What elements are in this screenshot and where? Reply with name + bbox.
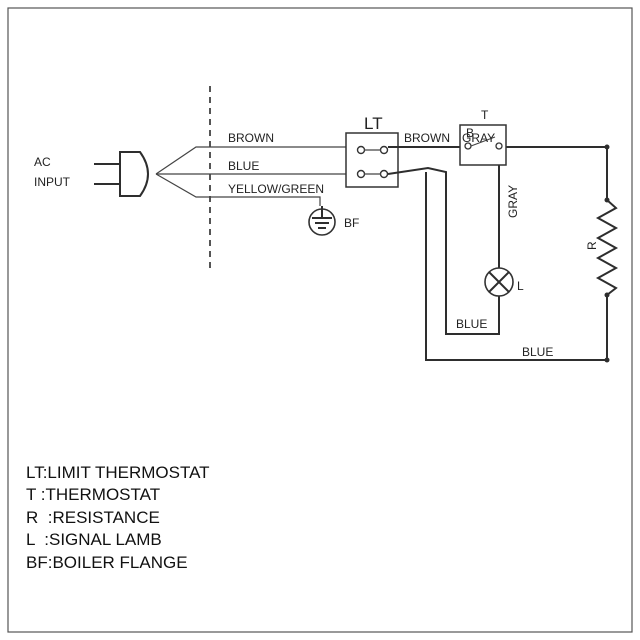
legend-item-l: L :SIGNAL LAMB	[26, 530, 162, 549]
wire-label-blue-bottom: BLUE	[522, 345, 553, 359]
wire-label-brown: BROWN	[228, 131, 274, 145]
component-label-bf: BF	[344, 216, 359, 230]
diagram-frame	[7, 7, 633, 633]
ac-input-label-line1: AC	[34, 155, 51, 169]
signal-lamp-icon	[484, 267, 514, 297]
wire-label-blue: BLUE	[228, 159, 259, 173]
plug-icon	[94, 151, 149, 197]
wire-label-yellow-green: YELLOW/GREEN	[228, 182, 324, 196]
wire-label-gray-top: GRAY	[462, 131, 495, 145]
component-label-t: T	[481, 108, 489, 122]
boiler-flange-ground-icon	[308, 206, 336, 236]
legend-item-bf: BF:BOILER FLANGE	[26, 553, 188, 572]
resistance-icon	[595, 199, 619, 296]
thermostat-icon	[459, 124, 507, 166]
ac-input-label-line2: INPUT	[34, 175, 71, 189]
circuit-wires	[387, 146, 608, 361]
wire-label-gray-vertical: GRAY	[506, 185, 520, 218]
limit-thermostat-icon	[345, 132, 399, 188]
legend-item-r: R :RESISTANCE	[26, 508, 160, 527]
cord-wires	[155, 146, 346, 206]
legend: LT:LIMIT THERMOSTAT T :THERMOSTAT R :RES…	[26, 463, 210, 572]
junction-dots	[604, 144, 610, 363]
component-label-lt: LT	[364, 114, 383, 133]
legend-item-lt: LT:LIMIT THERMOSTAT	[26, 463, 210, 482]
component-label-r: R	[585, 241, 599, 250]
thermostat-inner-label: B	[466, 126, 474, 140]
component-label-l: L	[517, 279, 524, 293]
legend-item-t: T :THERMOSTAT	[26, 485, 160, 504]
wire-label-brown-right: BROWN	[404, 131, 450, 145]
wire-label-blue-lamp: BLUE	[456, 317, 487, 331]
